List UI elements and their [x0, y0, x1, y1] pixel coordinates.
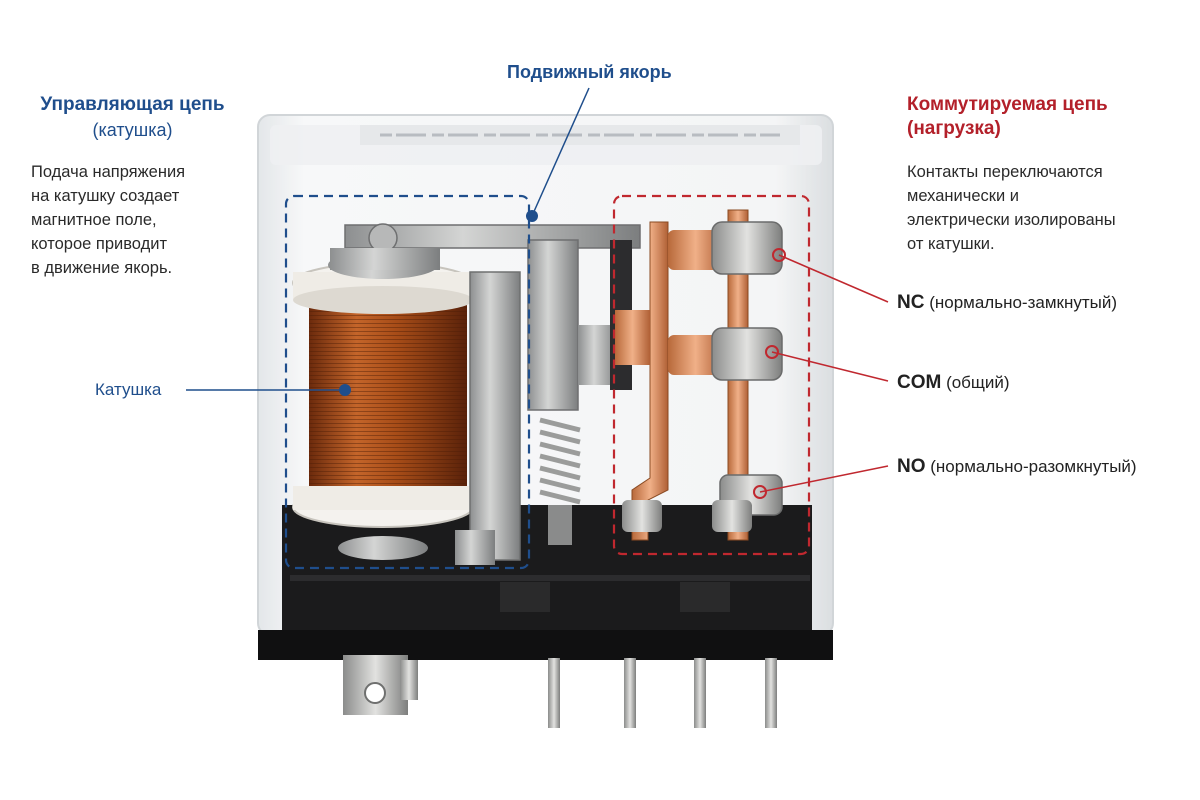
relay-pins — [343, 655, 777, 728]
com-leader — [765, 345, 889, 382]
coil — [292, 251, 474, 560]
nc-desc: (нормально-замкнутый) — [929, 293, 1117, 312]
armature-label: Подвижный якорь — [507, 62, 672, 82]
control-desc-line: магнитное поле, — [31, 211, 157, 229]
nc-label: NC (нормально-замкнутый) — [897, 292, 1117, 314]
control-circuit-box — [284, 194, 531, 570]
armature-leader — [526, 87, 590, 222]
no-abbr: NO — [897, 456, 926, 477]
nc-leader — [772, 248, 889, 303]
load-desc-line: электрически изолированы — [907, 211, 1116, 229]
load-circuit-description: Контакты переключаются механически и эле… — [907, 160, 1177, 256]
load-desc-line: Контакты переключаются — [907, 163, 1103, 181]
no-label: NO (нормально-разомкнутый) — [897, 456, 1137, 478]
control-desc-line: в движение якорь. — [31, 259, 173, 277]
load-circuit-panel: Коммутируемая цепь (нагрузка) — [907, 94, 1167, 140]
coil-leader — [186, 384, 351, 396]
control-circuit-description: Подача напряжения на катушку создает маг… — [31, 160, 251, 280]
control-desc-line: Подача напряжения — [31, 163, 186, 181]
no-leader — [753, 465, 889, 499]
nc-abbr: NC — [897, 292, 925, 313]
control-circuit-title: Управляющая цепь — [40, 94, 225, 115]
load-circuit-title: Коммутируемая цепь — [907, 94, 1108, 115]
armature — [330, 223, 641, 411]
load-desc-line: механически и — [907, 187, 1019, 205]
load-circuit-box — [612, 194, 811, 556]
load-desc-line: от катушки. — [907, 235, 995, 253]
yoke — [455, 271, 521, 565]
com-abbr: COM — [897, 372, 942, 393]
control-circuit-panel: Управляющая цепь (катушка) — [20, 94, 245, 141]
coil-label: Катушка — [95, 380, 162, 399]
control-circuit-subtitle: (катушка) — [92, 120, 173, 140]
spring — [539, 417, 581, 545]
load-circuit-subtitle: (нагрузка) — [907, 118, 1001, 139]
control-desc-line: которое приводит — [31, 235, 168, 253]
control-desc-line: на катушку создает — [31, 187, 180, 205]
contact-rivets — [622, 221, 783, 532]
com-label: COM (общий) — [897, 372, 1010, 394]
com-desc: (общий) — [946, 373, 1010, 392]
no-desc: (нормально-разомкнутый) — [930, 457, 1137, 476]
